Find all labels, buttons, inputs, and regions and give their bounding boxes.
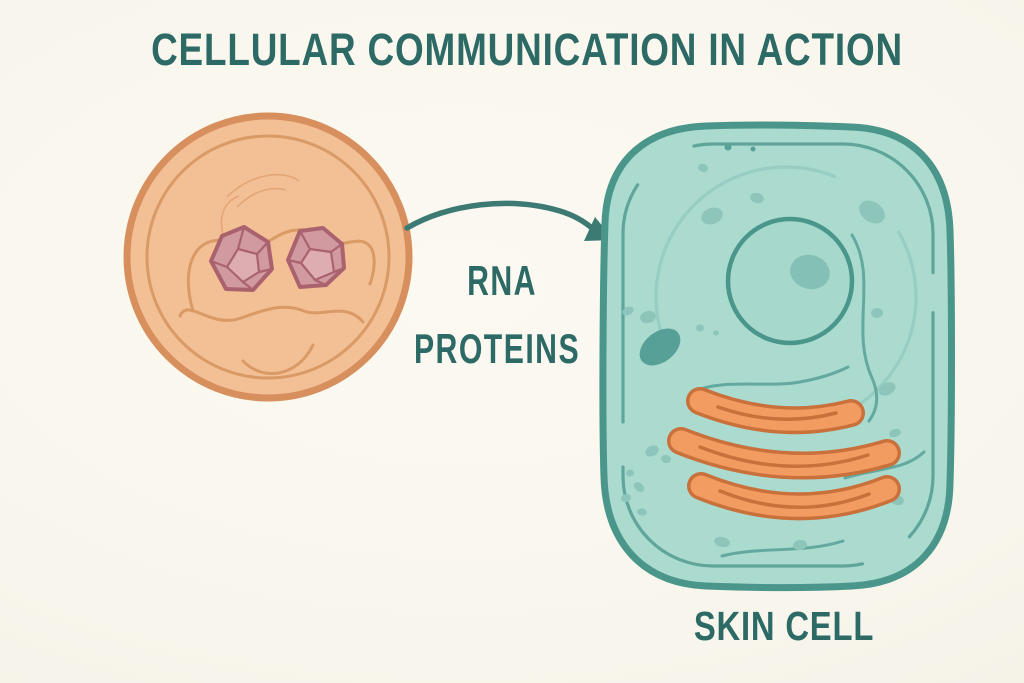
nucleus-body [725,216,855,346]
organelle-spot [793,539,807,551]
organelle-spot [878,382,896,396]
organelle-spot [750,192,764,204]
arrow-shaft [404,200,596,232]
organelle-spot [661,454,671,464]
organelle-spot [621,493,631,503]
organelle-spot [859,200,885,224]
skin-cell-inner-membrane [621,142,935,568]
nucleus-icon [725,216,855,346]
sender-sketch-line [226,174,300,198]
capsid-facet-line [236,225,246,251]
transfer-arrow-icon [404,200,614,241]
organelle-spot [622,306,634,316]
label-rna: RNA [467,257,537,304]
label-proteins: PROTEINS [413,325,581,372]
organelle-spot [637,508,647,516]
capsid-face [225,247,261,284]
capsid-facet-line [329,242,344,254]
capsid-facet-line [209,259,229,269]
capsid-facet-line [241,280,255,292]
dark-organelle [639,328,681,366]
label-skin-cell: SKIN CELL [693,603,875,649]
golgi-cisterna-line [698,445,870,469]
capsid-facet-line [313,278,328,287]
cytoplasm-line [720,539,845,558]
organelle-dot [750,146,756,152]
organelle-spot [640,310,656,324]
skin-cell [599,121,955,591]
golgi-cisterna-line [716,405,838,421]
sender-membrane-squiggle [186,228,376,313]
capsid-facet-line [286,258,303,265]
sender-sketch-line [236,187,287,208]
organelle-spot [696,324,704,332]
organelle-spot [889,428,901,438]
organelle-spot [626,469,634,477]
organelle-spot [701,207,723,225]
capsid-facet-line [257,267,274,274]
capsid-facet-line [255,240,270,256]
capsid-facet-line [298,229,312,251]
sender-sketch-line [220,195,240,239]
organelle-spot [713,330,719,336]
organelle-spot [633,482,645,492]
sender-membrane-squiggle [178,305,365,324]
organelle-spots [621,143,904,551]
organelle-spot [698,163,708,173]
golgi-stack-icon [667,387,901,521]
nucleolus [790,254,830,290]
sender-cell-inner-ring [145,134,391,380]
cytoplasm-line [850,233,879,423]
capsid-face [299,247,336,282]
diagram-title: CELLULAR COMMUNICATION IN ACTION [151,24,903,75]
organelle-spot [871,308,883,318]
sender-membrane-squiggle [241,343,315,376]
organelle-dot [724,143,732,151]
cytoplasm-line [690,365,850,394]
sender-cell [123,112,413,402]
capsid-facet-line [332,266,346,274]
capsid-icon [209,225,274,292]
capsid-icon [286,226,346,289]
organelle-spot [714,536,730,548]
golgi-cisterna-line [718,489,871,510]
organelle-spot [645,445,659,457]
cytoplasm-line [843,450,926,480]
